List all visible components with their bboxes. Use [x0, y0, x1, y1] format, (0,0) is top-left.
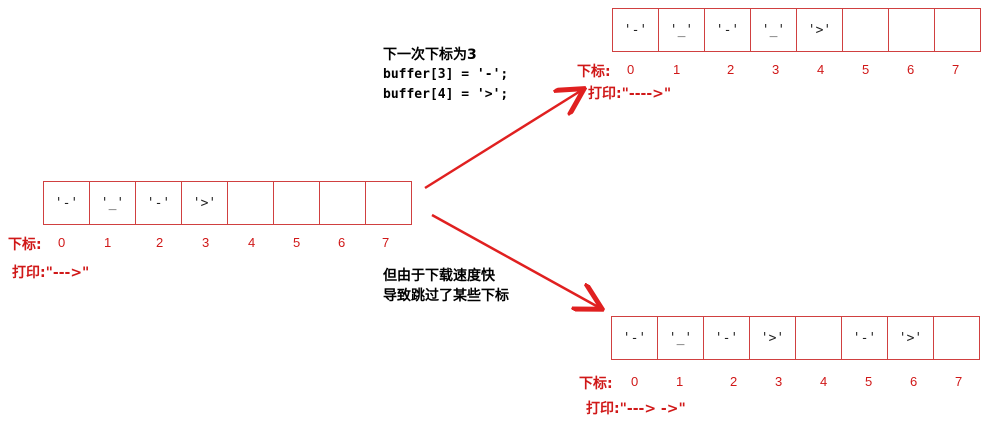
bottom-buffer-array: '-' '_' '-' '>' '-' '>' [611, 316, 980, 360]
bottom-index-3: 3 [775, 374, 783, 389]
top-index-3: 3 [772, 62, 780, 77]
top-print-output: 打印:"---->" [588, 86, 672, 102]
bottom-index-6: 6 [910, 374, 918, 389]
left-index-6: 6 [338, 235, 346, 250]
left-print-output: 打印:"--->" [12, 265, 90, 281]
top-index-0: 0 [627, 62, 635, 77]
left-buffer-array: '-' '_' '-' '>' [43, 181, 412, 225]
top-cell-2: '-' [705, 9, 751, 52]
top-index-2: 2 [727, 62, 735, 77]
left-cell-4 [228, 182, 274, 225]
bottom-index-5: 5 [865, 374, 873, 389]
left-index-4: 4 [248, 235, 256, 250]
bottom-cell-4 [796, 317, 842, 360]
top-cell-4: '>' [797, 9, 843, 52]
left-cell-2: '-' [136, 182, 182, 225]
top-cell-5 [843, 9, 889, 52]
bottom-cell-2: '-' [704, 317, 750, 360]
top-index-7: 7 [952, 62, 960, 77]
arrow-up [424, 90, 582, 190]
top-cell-1: '_' [659, 9, 705, 52]
bottom-cell-3: '>' [750, 317, 796, 360]
top-index-6: 6 [907, 62, 915, 77]
left-index-3: 3 [202, 235, 210, 250]
note-next-index: 下一次下标为3 buffer[3] = '-'; buffer[4] = '>'… [383, 45, 508, 105]
top-cell-3: '_' [751, 9, 797, 52]
left-cell-3: '>' [182, 182, 228, 225]
note-next-index-line1: 下一次下标为3 [383, 47, 477, 63]
left-index-0: 0 [58, 235, 66, 250]
top-cell-6 [889, 9, 935, 52]
top-cell-7 [935, 9, 981, 52]
bottom-cell-6: '>' [888, 317, 934, 360]
left-index-7: 7 [382, 235, 390, 250]
top-index-label: 下标: [577, 64, 611, 80]
arrow-down [431, 213, 600, 308]
note-skipped-index-line1: 但由于下载速度快 [383, 268, 495, 284]
left-cell-6 [320, 182, 366, 225]
top-index-1: 1 [673, 62, 681, 77]
bottom-index-4: 4 [820, 374, 828, 389]
left-cell-1: '_' [90, 182, 136, 225]
bottom-index-0: 0 [631, 374, 639, 389]
left-cell-5 [274, 182, 320, 225]
bottom-cell-5: '-' [842, 317, 888, 360]
bottom-index-1: 1 [676, 374, 684, 389]
note-skipped-index-line2: 导致跳过了某些下标 [383, 288, 509, 304]
left-index-1: 1 [104, 235, 112, 250]
left-cell-7 [366, 182, 412, 225]
left-cell-0: '-' [44, 182, 90, 225]
left-index-5: 5 [293, 235, 301, 250]
bottom-cell-7 [934, 317, 980, 360]
bottom-index-label: 下标: [579, 376, 613, 392]
note-skipped-index: 但由于下载速度快 导致跳过了某些下标 [383, 266, 509, 306]
bottom-index-7: 7 [955, 374, 963, 389]
left-index-2: 2 [156, 235, 164, 250]
note-next-index-line3: buffer[4] = '>'; [383, 87, 509, 102]
top-index-4: 4 [817, 62, 825, 77]
bottom-print-output: 打印:"---> ->" [586, 401, 686, 417]
bottom-cell-1: '_' [658, 317, 704, 360]
top-buffer-array: '-' '_' '-' '_' '>' [612, 8, 981, 52]
left-index-label: 下标: [8, 237, 42, 253]
bottom-index-2: 2 [730, 374, 738, 389]
top-index-5: 5 [862, 62, 870, 77]
bottom-cell-0: '-' [612, 317, 658, 360]
top-cell-0: '-' [613, 9, 659, 52]
note-next-index-line2: buffer[3] = '-'; [383, 67, 509, 82]
